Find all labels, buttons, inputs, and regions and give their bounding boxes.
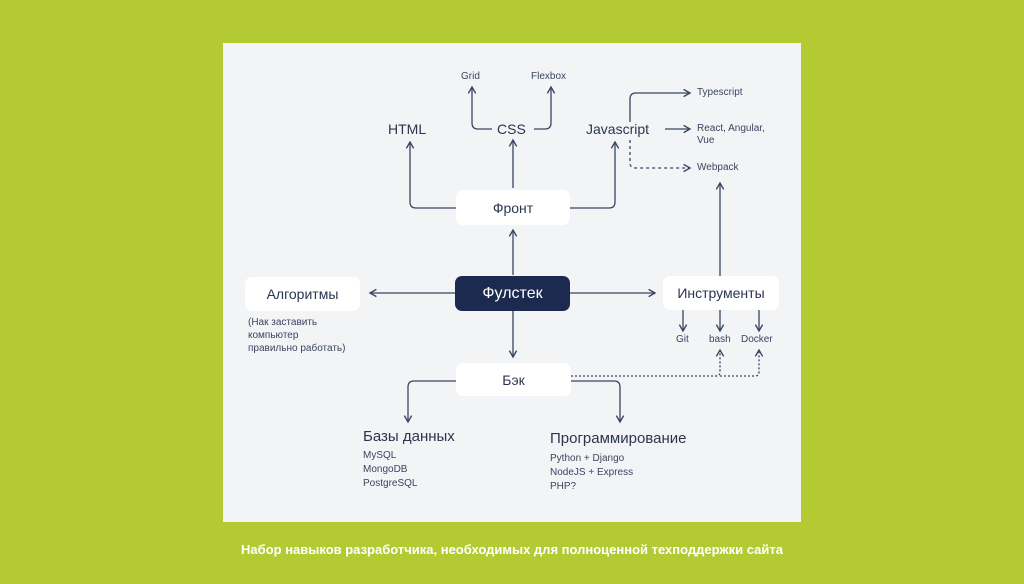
node-tools: Инструменты: [663, 276, 779, 310]
node-fullstack: Фулстек: [455, 276, 570, 311]
database-item: MongoDB: [363, 464, 408, 475]
programming-item: PHP?: [550, 481, 577, 492]
label-webpack: Webpack: [697, 162, 739, 173]
label-databases: Базы данных: [363, 428, 455, 445]
node-front: Фронт: [456, 190, 570, 225]
edge-js-webpack: [629, 140, 692, 173]
node-tools-label: Инструменты: [677, 285, 765, 301]
databases-list: MySQL MongoDB PostgreSQL: [363, 449, 417, 491]
caption: Набор навыков разработчика, необходимых …: [241, 542, 783, 557]
label-grid: Grid: [461, 71, 480, 82]
algorithms-note-line: (Нак заставить: [248, 317, 318, 328]
label-programming: Программирование: [550, 430, 687, 447]
edge-front-html: [405, 140, 456, 209]
label-vue: Vue: [697, 135, 715, 146]
edge-back-docker: [720, 348, 764, 377]
edge-front-js: [570, 140, 620, 209]
database-item: MySQL: [363, 450, 397, 461]
label-flexbox: Flexbox: [531, 71, 567, 82]
algorithms-note-line: компьютер: [248, 330, 299, 341]
label-javascript: Javascript: [586, 121, 650, 137]
label-git: Git: [676, 334, 689, 345]
label-css: CSS: [497, 121, 526, 137]
label-typescript: Typescript: [697, 87, 743, 98]
database-item: PostgreSQL: [363, 478, 418, 489]
node-algorithms: Алгоритмы: [245, 277, 360, 311]
edge-css-flexbox: [534, 85, 556, 130]
label-html: HTML: [388, 121, 427, 137]
node-back-label: Бэк: [502, 371, 525, 388]
node-fullstack-label: Фулстек: [482, 284, 543, 302]
edge-back-programming: [571, 380, 625, 424]
node-back: Бэк: [456, 363, 571, 396]
node-algorithms-label: Алгоритмы: [266, 286, 339, 302]
edge-js-typescript: [629, 88, 692, 122]
edge-back-databases: [403, 380, 456, 424]
programming-item: Python + Django: [550, 453, 625, 464]
node-front-label: Фронт: [492, 199, 534, 216]
edge-css-grid: [467, 85, 492, 130]
algorithms-note: (Нак заставить компьютер правильно работ…: [248, 316, 345, 355]
edge-back-bash: [571, 348, 725, 377]
label-bash: bash: [709, 334, 731, 345]
programming-item: NodeJS + Express: [550, 467, 634, 478]
label-react-angular: React, Angular,: [697, 123, 765, 134]
programming-list: Python + Django NodeJS + Express PHP?: [550, 452, 633, 494]
algorithms-note-line: правильно работать): [248, 343, 346, 354]
label-docker: Docker: [741, 334, 773, 345]
